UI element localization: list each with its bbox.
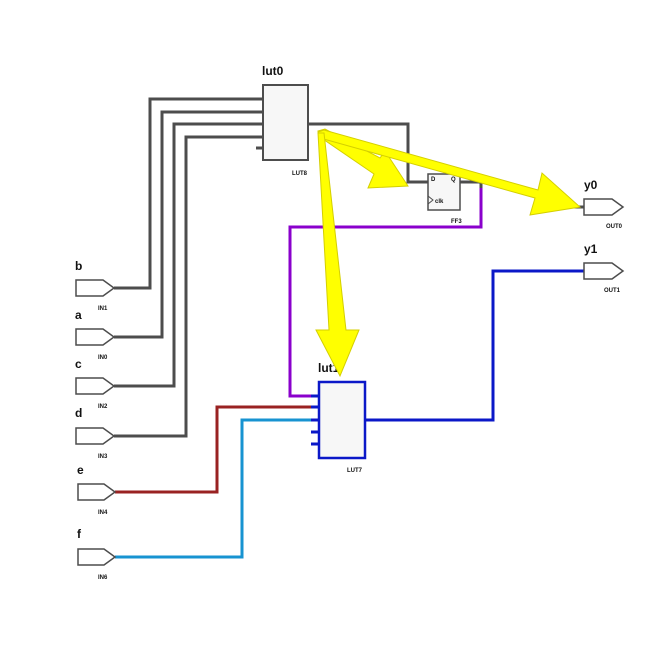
gray-nets <box>114 97 483 438</box>
highlight-arrows <box>315 128 582 378</box>
lut1-type: LUT7 <box>347 468 363 474</box>
ff-pin-clk: clk <box>435 199 444 205</box>
lut0-type: LUT8 <box>292 171 308 177</box>
output-port-y1[interactable]: y1 OUT1 <box>583 242 625 294</box>
lut0-cell[interactable]: lut0 LUT8 <box>262 64 309 177</box>
ff-box[interactable] <box>427 173 461 211</box>
input-port-c[interactable]: c IN2 <box>75 357 116 410</box>
input-name: f <box>77 527 82 541</box>
lut0-box[interactable] <box>262 84 309 161</box>
lut1-box[interactable] <box>317 380 367 460</box>
input-port-label: IN2 <box>98 404 108 410</box>
input-port-label: IN4 <box>98 510 108 516</box>
input-port-icon[interactable] <box>77 483 117 501</box>
lut1-cell[interactable]: lut1 LUT7 <box>317 361 367 474</box>
input-port-label: IN0 <box>98 355 108 361</box>
output-name: y1 <box>584 242 598 256</box>
input-name: d <box>75 406 82 420</box>
lut1-pin-stubs <box>311 394 319 446</box>
input-port-label: IN1 <box>98 306 108 312</box>
net-b[interactable] <box>114 97 263 290</box>
output-port-label: OUT1 <box>604 288 621 294</box>
output-port-y0[interactable]: y0 OUT0 <box>583 178 625 230</box>
net-lut0-ff-q[interactable] <box>460 180 483 188</box>
clock-triangle-icon <box>427 195 434 205</box>
input-port-icon[interactable] <box>75 427 116 445</box>
net-a[interactable] <box>114 110 263 339</box>
input-port-b[interactable]: b IN1 <box>75 259 116 312</box>
input-port-label: IN3 <box>98 454 108 460</box>
net-ff-to-lut1[interactable] <box>288 188 483 398</box>
ff-pin-d: D <box>431 177 436 183</box>
input-port-icon[interactable] <box>75 328 116 346</box>
net-lut1-out[interactable] <box>365 269 584 422</box>
ff-pin-q: Q <box>451 177 456 183</box>
input-name: b <box>75 259 82 273</box>
input-port-icon[interactable] <box>75 377 116 395</box>
net-c[interactable] <box>114 122 263 388</box>
input-name: a <box>75 308 82 322</box>
ff-type: FF3 <box>451 219 462 225</box>
net-e[interactable] <box>115 405 319 494</box>
output-name: y0 <box>584 178 598 192</box>
net-d[interactable] <box>114 135 263 438</box>
arrow-to-y0-icon <box>317 129 582 216</box>
net-lut0-out[interactable] <box>308 122 428 184</box>
arrow-to-lut1-icon <box>315 132 360 378</box>
lut0-name: lut0 <box>262 64 284 78</box>
input-port-icon[interactable] <box>75 279 116 297</box>
input-name: e <box>77 463 84 477</box>
output-port-icon[interactable] <box>583 198 625 216</box>
input-port-icon[interactable] <box>77 548 117 566</box>
input-port-label: IN6 <box>98 575 108 581</box>
input-port-f[interactable]: f IN6 <box>77 527 117 581</box>
input-name: c <box>75 357 82 371</box>
output-port-label: OUT0 <box>606 224 623 230</box>
net-f[interactable] <box>115 418 319 559</box>
input-port-e[interactable]: e IN4 <box>77 463 117 516</box>
input-port-d[interactable]: d IN3 <box>75 406 116 460</box>
input-port-a[interactable]: a IN0 <box>75 308 116 361</box>
output-port-icon[interactable] <box>583 262 625 280</box>
ff-cell[interactable]: D Q clk FF3 <box>427 173 462 225</box>
